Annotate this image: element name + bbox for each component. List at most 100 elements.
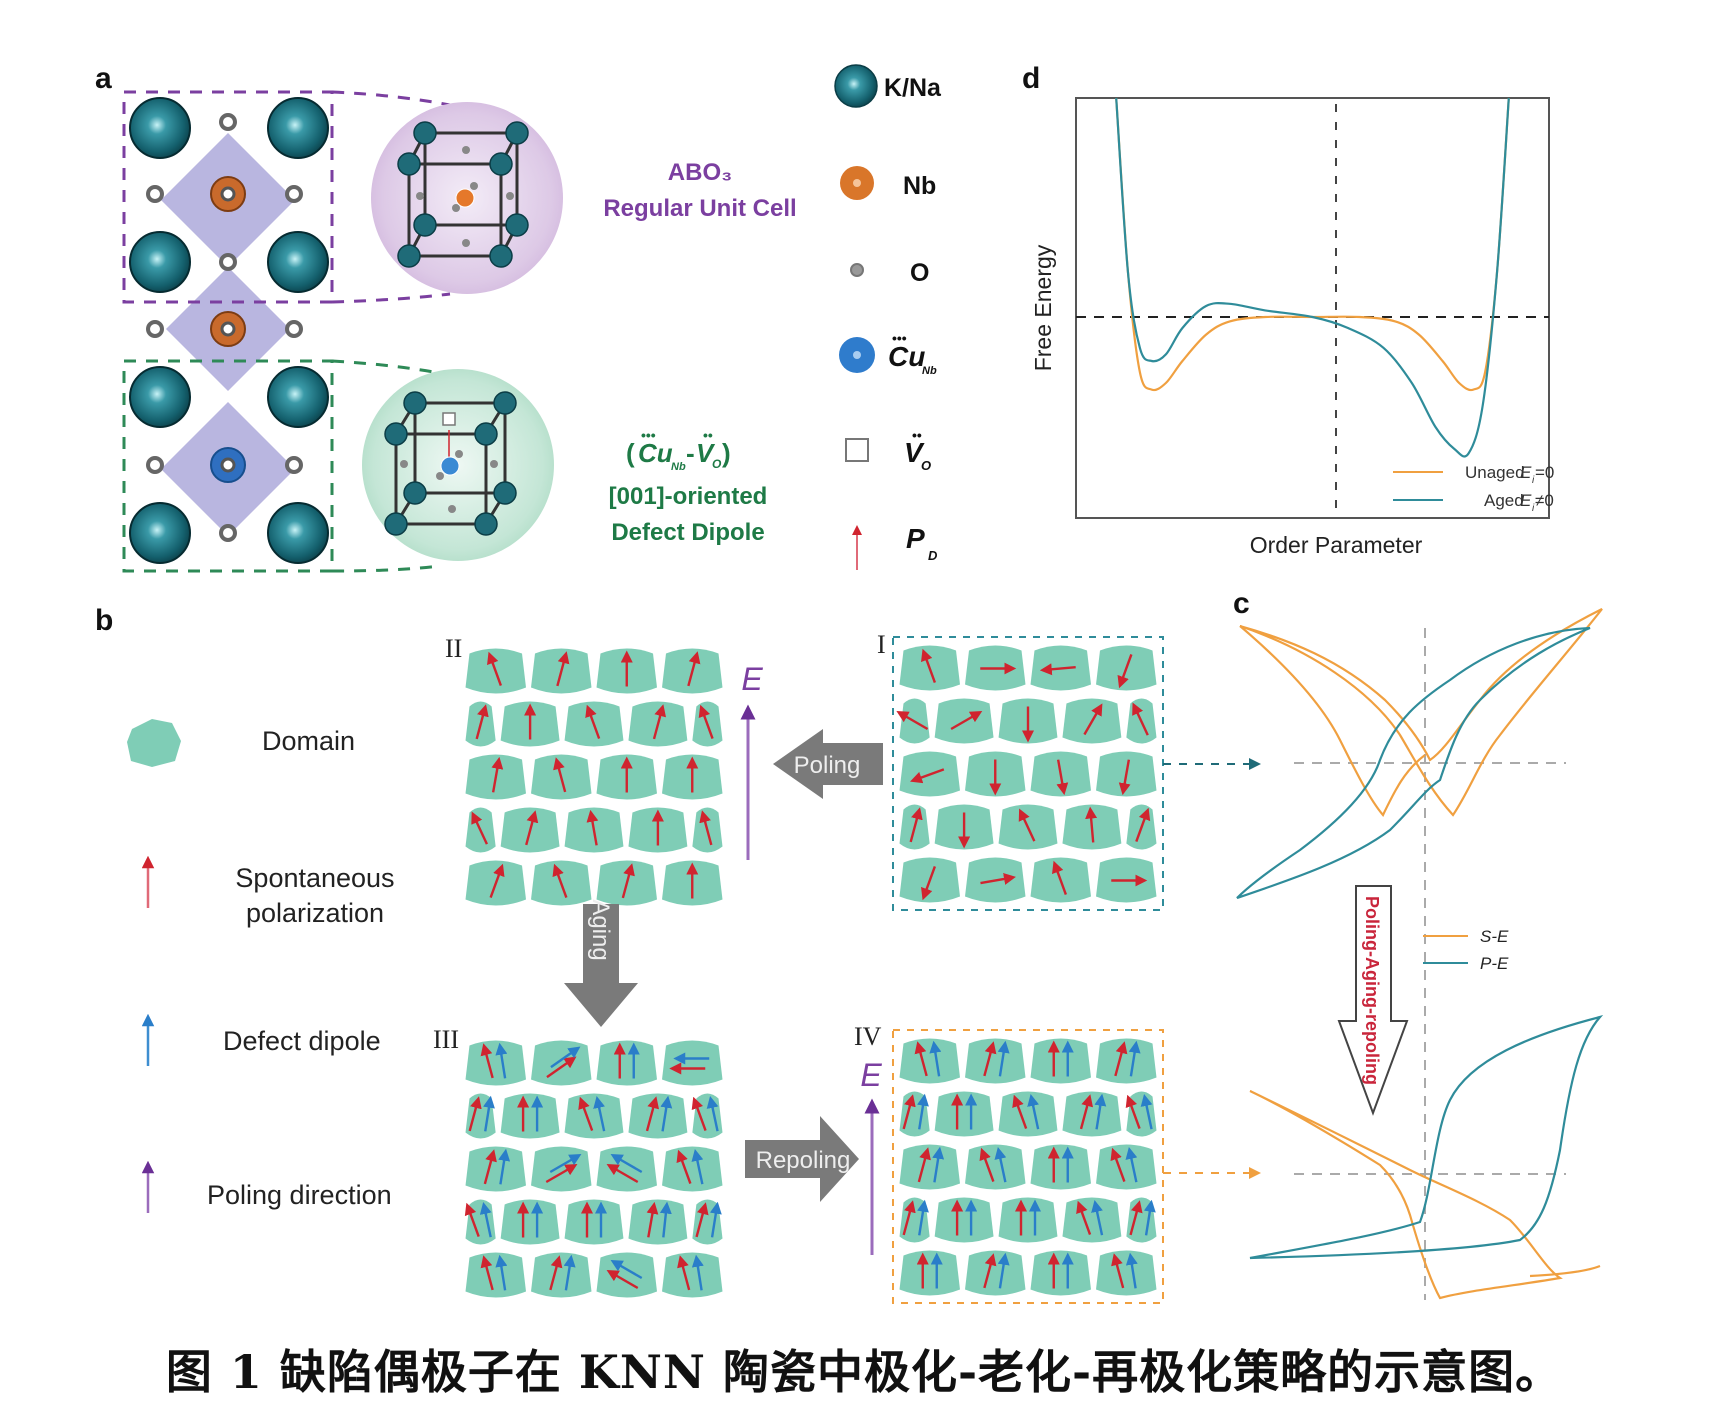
nb-center	[455, 188, 475, 208]
knna-atom	[129, 231, 191, 293]
free-energy-curves	[1115, 97, 1510, 458]
legend-cu-site: Nb	[922, 365, 937, 377]
domain	[564, 1199, 624, 1245]
domain	[465, 1093, 496, 1139]
panel-letter-b: b	[95, 604, 113, 637]
oriented-label: [001]-oriented	[609, 483, 768, 510]
domain	[899, 1197, 930, 1243]
defect-dipole-arrow	[495, 1254, 508, 1291]
legend-defect-dipole: Defect dipole	[223, 1026, 381, 1056]
legend-poling-direction: Poling direction	[207, 1180, 392, 1210]
domain	[465, 1146, 526, 1192]
defect-dipole-arrow	[994, 1146, 1007, 1183]
defect-dipole-arrow	[917, 1093, 929, 1130]
domain	[465, 1252, 526, 1298]
defect-dipole-arrow	[550, 1046, 581, 1069]
oxygen-inner	[220, 457, 236, 473]
v-charge: ••	[703, 427, 713, 443]
spontaneous-polarization-arrow	[464, 1202, 480, 1238]
spontaneous-polarization-arrow	[606, 1163, 639, 1184]
panel-a: a	[95, 62, 942, 573]
domain	[500, 1199, 560, 1245]
spontaneous-polarization-arrow	[489, 863, 505, 899]
domain	[934, 1091, 994, 1137]
defect-dipole-arrow	[997, 1252, 1010, 1289]
spontaneous-polarization-arrow	[606, 1269, 639, 1290]
panel-c: c Poling-Aging-repoling S-E P-E	[1233, 587, 1604, 1300]
field-label-IV: E	[860, 1057, 882, 1093]
defect-dipole-arrow	[1140, 1093, 1153, 1130]
domain	[1126, 1091, 1157, 1137]
series-line-aged	[1115, 97, 1510, 458]
oxygen-inner	[220, 186, 236, 202]
defect-dipole-arrow	[706, 1095, 719, 1132]
spontaneous-polarization-arrow	[1110, 1147, 1126, 1183]
spontaneous-polarization-arrow	[475, 704, 489, 740]
domain	[1126, 1197, 1157, 1243]
cu-center	[440, 456, 460, 476]
spontaneous-polarization-arrow	[1129, 1200, 1143, 1236]
oxygen-atom	[285, 185, 303, 203]
cu-site: Nb	[671, 461, 686, 473]
state-IV-box	[892, 1029, 1164, 1304]
spontaneous-polarization-arrow	[621, 863, 635, 899]
domain-grid-state-IV	[899, 1038, 1157, 1296]
defect-dipole-arrow	[495, 1042, 508, 1079]
oxygen-atom	[285, 320, 303, 338]
legend-v: V	[904, 437, 925, 468]
aging-process-arrow: Aging	[564, 899, 638, 1027]
domain-grid-state-III	[464, 1040, 723, 1298]
legend-rel-aged: ≠0	[1535, 491, 1554, 510]
c-bottom-loops	[1249, 1015, 1604, 1300]
oxygen-atoms	[146, 113, 303, 542]
oxygen-atom	[146, 320, 164, 338]
domain	[596, 1252, 657, 1298]
field-label-II: E	[741, 661, 763, 697]
spontaneous-polarization-arrow	[698, 704, 714, 740]
spontaneous-polarization-arrow	[646, 1201, 659, 1238]
spontaneous-polarization-arrow	[1085, 806, 1098, 843]
oxygen-inner	[220, 321, 236, 337]
se-loop-top-a	[1239, 608, 1603, 817]
defect-dipole-arrow	[549, 1153, 582, 1174]
defect-dipole-arrow	[691, 1254, 704, 1291]
spontaneous-polarization-arrow	[979, 1147, 995, 1183]
domain	[934, 1197, 994, 1243]
spontaneous-polarization-arrow	[983, 1041, 997, 1077]
legend-knna: K/Na	[884, 74, 942, 102]
spontaneous-polarization-arrow	[1114, 1041, 1128, 1077]
spontaneous-polarization-arrow	[1018, 808, 1036, 842]
spontaneous-polarization-arrow	[909, 807, 923, 843]
repoling-process-arrow: Repoling	[745, 1116, 859, 1202]
domain	[899, 1250, 960, 1296]
spontaneous-polarization-arrow	[676, 1149, 692, 1185]
se-loop-top-b	[1239, 625, 1426, 817]
defect-dipole-arrow	[610, 1259, 643, 1280]
spontaneous-polarization-arrow	[902, 1094, 916, 1130]
state-label-I: I	[877, 630, 886, 659]
domain	[1030, 1250, 1091, 1296]
domain	[1030, 1144, 1091, 1190]
state-label-II: II	[445, 634, 462, 663]
regular-unit-cell-3d	[371, 102, 563, 294]
series-line-unaged	[1115, 97, 1510, 392]
oxygen-atom	[219, 524, 237, 542]
spontaneous-polarization-arrow	[480, 1043, 494, 1079]
vacancy-square	[442, 412, 456, 426]
domain	[531, 1040, 592, 1086]
panel-letter-d: d	[1022, 62, 1040, 95]
domain	[628, 1199, 688, 1245]
domain	[531, 1252, 592, 1298]
domain	[465, 1199, 496, 1245]
knna-atom	[267, 366, 329, 428]
dipole-formula-label: ( Cu ••• Nb - V •• O )	[626, 427, 731, 473]
defect-dipole-arrow	[610, 1153, 643, 1174]
defect-dipole-arrow	[1125, 1252, 1138, 1289]
spontaneous-polarization-arrow	[1076, 1200, 1092, 1236]
spontaneous-polarization-arrow	[1125, 1094, 1141, 1130]
domain	[965, 1144, 1026, 1190]
aging-arrow-label: Aging	[587, 899, 614, 960]
regular-unit-cell-label: Regular Unit Cell	[603, 195, 796, 222]
poling-arrow-label: Poling	[794, 752, 861, 779]
spontaneous-polarization-arrow	[556, 651, 570, 687]
